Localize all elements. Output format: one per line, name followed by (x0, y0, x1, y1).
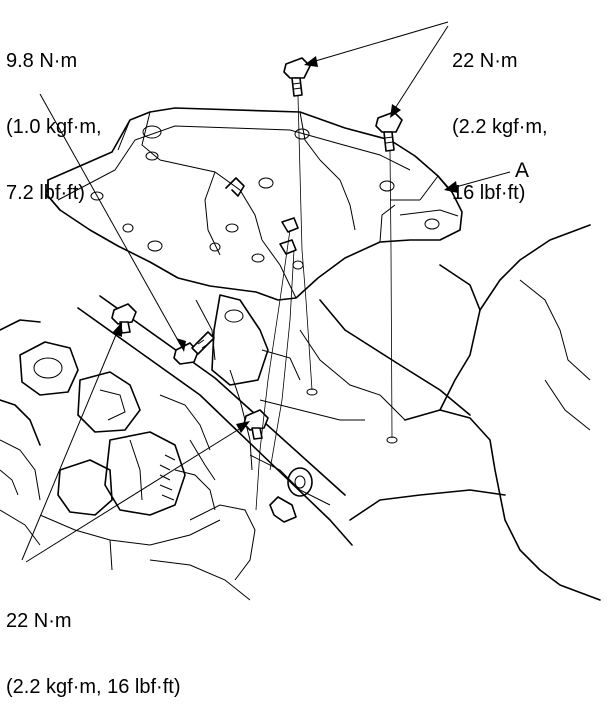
leader-bottom-1 (21, 322, 122, 561)
splash-shield-a (47, 107, 463, 301)
torque-value: 22 N·m (452, 50, 518, 72)
torque-label-top-left: 9.8 N·m (1.0 kgf·m, 7.2 lbf·ft) (6, 6, 102, 226)
bolt-shield-small (279, 217, 299, 255)
part-label-a: A (515, 159, 530, 182)
leader-top-right-2 (390, 25, 449, 118)
bolt-top-left (283, 57, 311, 97)
torque-lbf: 7.2 lbf·ft) (6, 182, 85, 204)
torque-value: 9.8 N·m (6, 50, 78, 72)
leader-part-a (444, 171, 511, 193)
torque-label-top-right: 22 N·m (2.2 kgf·m, 16 lbf·ft) (452, 6, 548, 226)
torque-kgf-lbf: (2.2 kgf·m, 16 lbf·ft) (6, 676, 181, 698)
bolt-lower-frame (243, 409, 269, 440)
torque-kgf: (1.0 kgf·m, (6, 116, 102, 138)
leader-top-right-1 (304, 21, 449, 67)
splash-shield-diagram (0, 21, 601, 601)
torque-lbf: 16 lbf·ft) (452, 182, 526, 204)
bolt-center-mount (173, 331, 215, 365)
torque-label-bottom-left: 22 N·m (2.2 kgf·m, 16 lbf·ft) (6, 566, 181, 720)
bolt-top-right (375, 111, 403, 152)
alignment-lines (255, 95, 398, 511)
bolt-left-frame (111, 303, 137, 334)
torque-value: 22 N·m (6, 610, 72, 632)
leader-top-left (39, 93, 186, 352)
leader-bottom-2 (25, 421, 250, 563)
engine-components (0, 319, 256, 601)
torque-kgf: (2.2 kgf·m, (452, 116, 548, 138)
